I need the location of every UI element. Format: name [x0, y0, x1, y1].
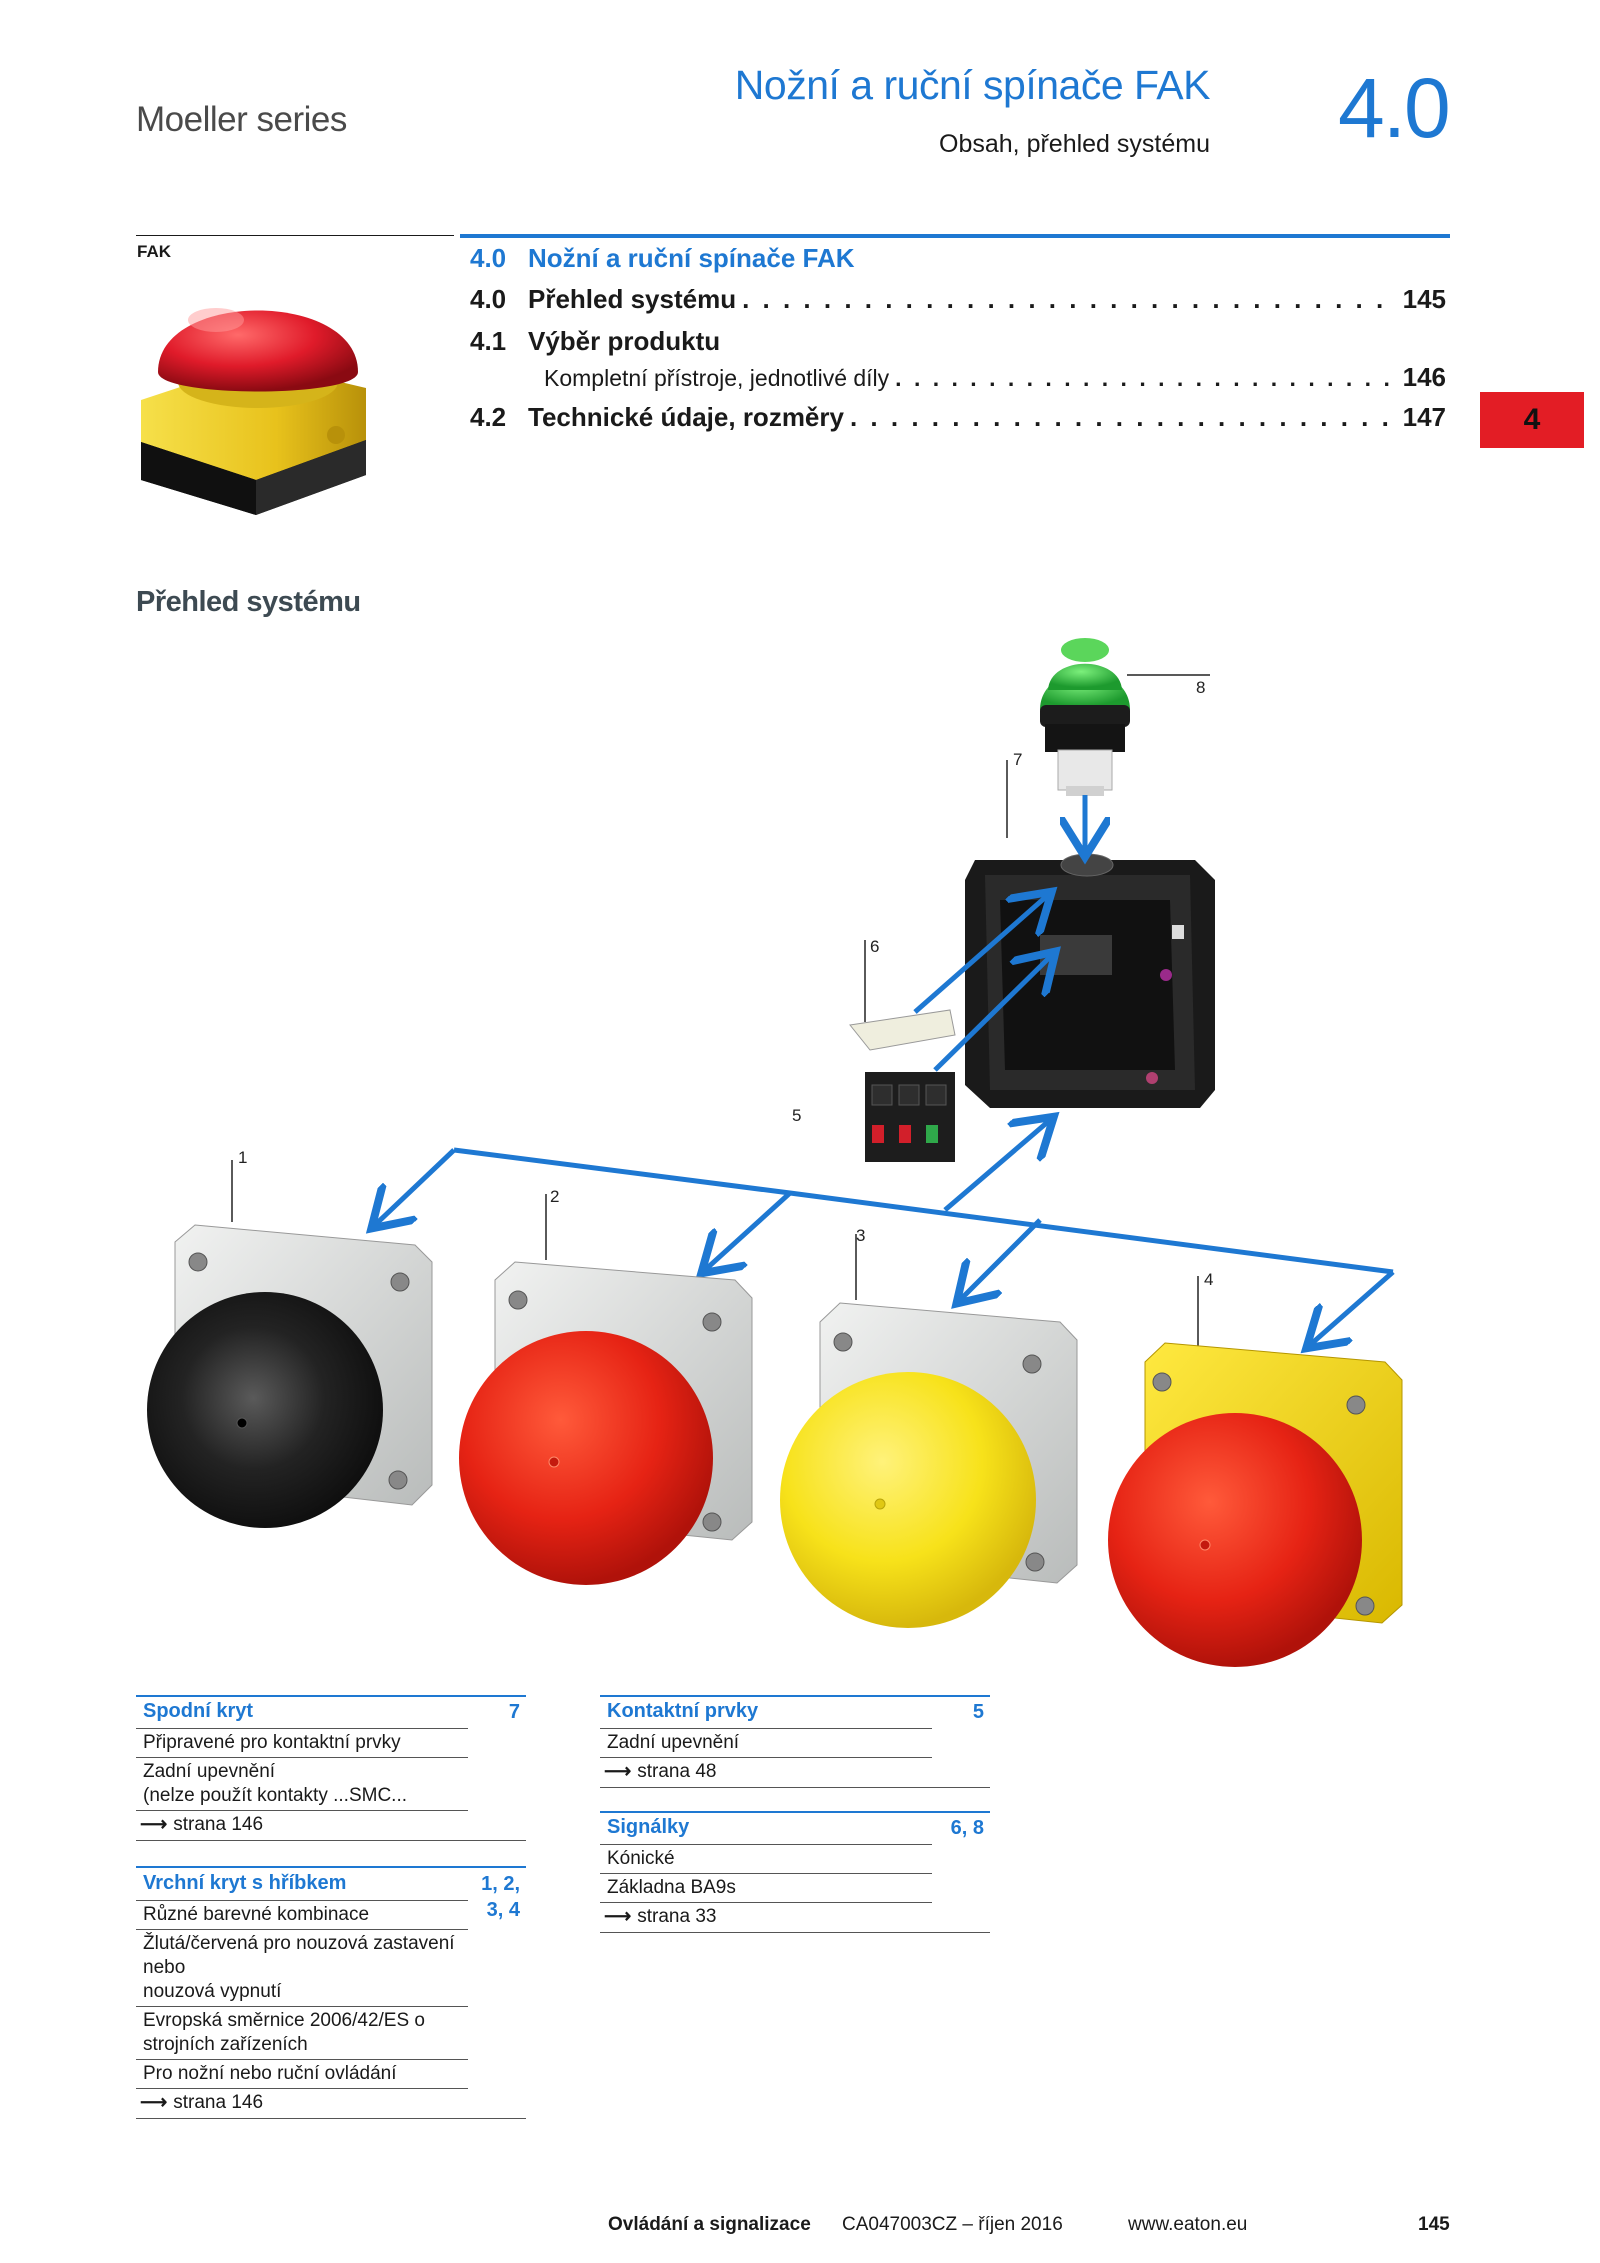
info-row: Pro nožní nebo ruční ovládání	[143, 2063, 397, 2084]
toc-entry[interactable]: 4.1 Výběr produktu	[470, 326, 1446, 357]
toc-subentry-title: Kompletní přístroje, jednotlivé díly	[544, 365, 890, 391]
info-row: nouzová vypnutí	[143, 1981, 282, 2002]
info-row: Různé barevné kombinace	[143, 1904, 370, 1925]
red-mushroom-cover	[459, 1261, 753, 1585]
toc-subentry[interactable]: Kompletní přístroje, jednotlivé díly 146	[544, 362, 1446, 393]
toc-entry-num: 4.1	[470, 326, 507, 356]
toc-entry-num: 4.2	[470, 402, 507, 432]
info-link[interactable]: strana 33	[604, 1905, 716, 1928]
yellow-mushroom-cover	[780, 1302, 1078, 1628]
info-row: (nelze použít kontakty ...SMC...	[143, 1785, 407, 1806]
yellow-red-mushroom-cover	[1108, 1342, 1403, 1667]
info-ref: 7	[508, 1701, 520, 1723]
info-link[interactable]: strana 146	[140, 2091, 263, 2114]
callout-8: 8	[1196, 678, 1206, 697]
info-row: Zadní upevnění	[143, 1761, 276, 1782]
toc-entry-title: Přehled systému	[528, 284, 737, 314]
toc-heading-num: 4.0	[470, 243, 507, 273]
contact-elements	[865, 1072, 955, 1162]
fak-thumbnail-image	[141, 308, 366, 515]
info-row: strojních zařízeních	[143, 2034, 308, 2055]
footer-catalog: CA047003CZ – říjen 2016	[842, 2214, 1063, 2235]
info-row: Evropská směrnice 2006/42/ES o	[143, 2010, 425, 2031]
info-title-contact-elements: Kontaktní prvky	[607, 1700, 759, 1722]
toc-heading: 4.0 Nožní a ruční spínače FAK	[470, 243, 1446, 274]
info-row: nebo	[143, 1957, 186, 1978]
toc-subentry-page: 146	[1402, 362, 1446, 392]
info-title-indicator-lamps: Signálky	[607, 1816, 690, 1838]
section-number: 4.0	[1338, 61, 1451, 155]
info-row: Žlutá/červená pro nouzová zastavení	[143, 1933, 455, 1954]
info-row: Připravené pro kontaktní prvky	[143, 1732, 401, 1753]
series-label: Moeller series	[136, 100, 347, 139]
toc-leader-dots	[895, 365, 1396, 392]
system-overview-diagram	[147, 638, 1403, 1667]
info-row: Základna BA9s	[607, 1877, 736, 1898]
callout-1: 1	[238, 1148, 248, 1167]
toc-entry[interactable]: 4.0 Přehled systému 145	[470, 284, 1446, 315]
info-row: Zadní upevnění	[607, 1732, 740, 1753]
info-ref: 5	[972, 1701, 984, 1723]
info-ref: 1, 2,	[481, 1873, 520, 1895]
black-mushroom-cover	[147, 1224, 433, 1528]
info-link[interactable]: strana 146	[140, 1813, 263, 1836]
callout-4: 4	[1204, 1270, 1214, 1289]
callout-6: 6	[870, 937, 880, 956]
thumbnail-label: FAK	[137, 242, 171, 261]
info-title-bottom-enclosure: Spodní kryt	[143, 1700, 254, 1722]
toc-entry-page: 147	[1402, 402, 1446, 432]
callout-5: 5	[792, 1106, 802, 1125]
toc-leader-dots	[742, 284, 1397, 315]
info-title-top-cover: Vrchní kryt s hříbkem	[143, 1872, 347, 1894]
page-subtitle: Obsah, přehled systému	[939, 130, 1210, 158]
footer-page-number: 145	[1418, 2214, 1450, 2235]
chapter-tab[interactable]: 4	[1480, 392, 1584, 448]
toc-entry-page: 145	[1402, 284, 1446, 314]
toc-entry[interactable]: 4.2 Technické údaje, rozměry 147	[470, 402, 1446, 433]
assembly-arrows	[375, 795, 1395, 1345]
info-link[interactable]: strana 48	[604, 1760, 716, 1783]
indicator-lamp	[1040, 638, 1130, 796]
callout-7: 7	[1013, 750, 1023, 769]
info-ref: 3, 4	[486, 1899, 520, 1921]
callout-2: 2	[550, 1187, 560, 1206]
toc-entry-title: Výběr produktu	[528, 326, 721, 356]
toc-heading-title: Nožní a ruční spínače FAK	[528, 243, 855, 273]
section-heading: Přehled systému	[136, 586, 361, 618]
footer-section: Ovládání a signalizace	[608, 2214, 811, 2235]
toc-entry-title: Technické údaje, rozměry	[528, 402, 844, 432]
page-title: Nožní a ruční spínače FAK	[734, 62, 1211, 108]
toc-rule	[460, 234, 1450, 238]
toc-entry-num: 4.0	[470, 284, 507, 314]
info-ref: 6, 8	[950, 1817, 984, 1839]
bottom-enclosure	[965, 853, 1215, 1108]
toc-leader-dots	[850, 402, 1397, 433]
thumbnail-rule	[136, 235, 454, 236]
footer-website[interactable]: www.eaton.eu	[1128, 2214, 1248, 2235]
callout-3: 3	[856, 1226, 866, 1245]
info-row: Kónické	[607, 1848, 675, 1869]
